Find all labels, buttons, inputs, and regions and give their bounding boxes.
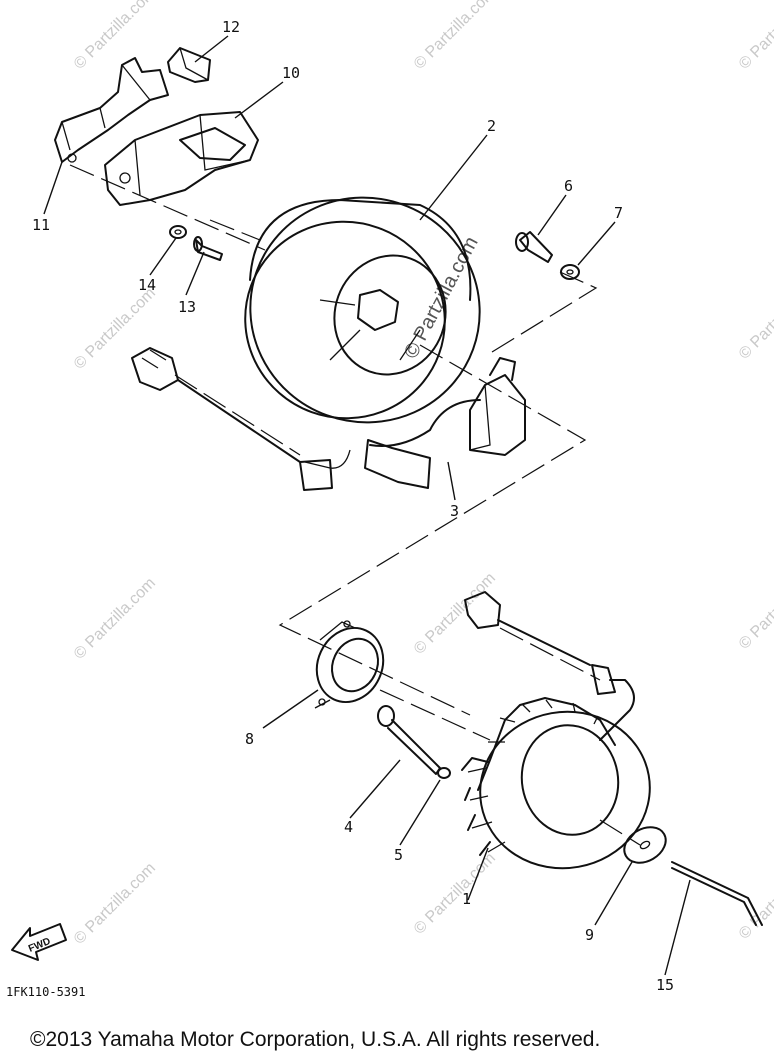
- bolt-part-13: [193, 236, 223, 261]
- watermark: © Partzilla.com: [736, 565, 774, 653]
- watermark: © Partzilla.com: [411, 850, 499, 938]
- rotor-part-2: [244, 196, 481, 424]
- callout-1: 1: [462, 890, 471, 908]
- callout-8: 8: [245, 730, 254, 748]
- callout-13: 13: [178, 298, 196, 316]
- callout-5: 5: [394, 846, 403, 864]
- callout-3: 3: [450, 502, 459, 520]
- washer-part-9: [623, 826, 667, 864]
- clip-part-12: [167, 47, 211, 83]
- washer-part-7: [560, 264, 580, 280]
- watermark: © Partzilla.com: [411, 0, 499, 73]
- callout-6: 6: [564, 177, 573, 195]
- callout-labels: 12 10 2 6 7 11 14 13 3 8 4 5 1 9 15: [32, 18, 674, 994]
- watermark: © Partzilla.com: [71, 0, 159, 73]
- wire-part-15: [671, 861, 763, 926]
- bearing-plate-part-8: [314, 620, 385, 709]
- washer-part-14: [169, 225, 187, 239]
- copyright-notice: ©2013 Yamaha Motor Corporation, U.S.A. A…: [30, 1028, 601, 1051]
- callout-4: 4: [344, 818, 353, 836]
- washer-part-5: [437, 767, 451, 779]
- callout-11: 11: [32, 216, 50, 234]
- callout-7: 7: [614, 204, 623, 222]
- watermark: © Partzilla.com: [71, 860, 159, 948]
- watermark: © Partzilla.com: [736, 0, 774, 73]
- watermark: © Partzilla.com: [736, 275, 774, 363]
- watermark: © Partzilla.com: [411, 570, 499, 658]
- callout-2: 2: [487, 117, 496, 135]
- callout-15: 15: [656, 976, 674, 994]
- diagram-code: 1FK110-5391: [6, 985, 85, 999]
- watermark: © Partzilla.com: [71, 285, 159, 373]
- watermark-layer: © Partzilla.com © Partzilla.com © Partzi…: [71, 0, 774, 948]
- screw-part-4: [377, 705, 441, 775]
- watermark: © Partzilla.com: [71, 575, 159, 663]
- callout-10: 10: [282, 64, 300, 82]
- forward-arrow-icon: FWD: [11, 923, 67, 961]
- bracket-part-11: [54, 57, 169, 163]
- callout-12: 12: [222, 18, 240, 36]
- pickup-coil-part-3: [131, 347, 526, 491]
- cover-plate-part-10: [104, 111, 259, 206]
- callout-14: 14: [138, 276, 156, 294]
- bolt-part-6: [515, 231, 553, 263]
- assembly-lines: [69, 164, 641, 846]
- callout-9: 9: [585, 926, 594, 944]
- leader-lines: [43, 35, 691, 976]
- stator-part-1: [461, 591, 651, 870]
- fwd-label: FWD: [27, 936, 52, 955]
- watermark: © Partzilla.com: [736, 855, 774, 943]
